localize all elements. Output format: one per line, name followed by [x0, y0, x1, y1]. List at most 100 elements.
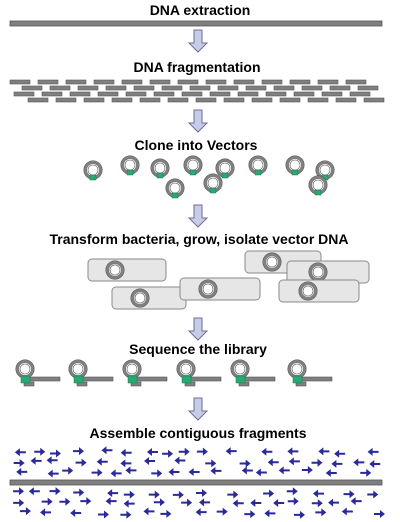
- insert-fragment: [181, 375, 192, 384]
- sequence-read-arrow-icon: [225, 447, 237, 456]
- sequence-read-arrow-icon: [40, 508, 52, 517]
- sequence-read-arrow-icon: [13, 498, 25, 507]
- insert-fragment: [254, 169, 262, 176]
- sequence-read-arrow-icon: [367, 447, 379, 456]
- sequence-read-arrow-icon: [239, 459, 251, 468]
- dna-fragment: [293, 91, 315, 97]
- circular-vector-icon: [130, 288, 150, 308]
- bacterium-cell: [278, 279, 360, 303]
- dna-fragment: [83, 97, 105, 103]
- sequence-read-arrow-icon: [105, 497, 117, 506]
- sequence-read-arrow-icon: [244, 510, 256, 519]
- sequence-read-arrow-icon: [373, 509, 385, 518]
- down-arrow-icon: [187, 317, 209, 341]
- dna-fragment: [349, 91, 371, 97]
- sequence-read-arrow-icon: [47, 469, 59, 478]
- dna-fragment: [65, 79, 87, 85]
- sequence-read-arrow-icon: [153, 498, 165, 507]
- dna-fragment: [167, 97, 189, 103]
- sequence-read-arrow-icon: [301, 466, 313, 475]
- dna-fragment: [93, 79, 115, 85]
- sequence-read-arrow-icon: [46, 456, 58, 465]
- sequence-read-arrow-icon: [49, 449, 61, 458]
- dna-fragment: [279, 97, 301, 103]
- sequence-read-arrow-icon: [350, 497, 362, 506]
- sequence-read-arrow-icon: [120, 459, 132, 468]
- dna-fragment: [265, 91, 287, 97]
- dna-fragment: [189, 85, 211, 91]
- sequence-read-arrow-icon: [91, 468, 103, 477]
- down-arrow-icon: [187, 204, 209, 228]
- sequence-read-arrow-icon: [360, 468, 372, 477]
- sequence-read-arrow-icon: [75, 458, 87, 467]
- dna-fragment: [217, 85, 239, 91]
- dna-fragment: [345, 79, 367, 85]
- sequence-read-arrow-icon: [168, 467, 180, 476]
- sequence-read-arrow-icon: [146, 447, 158, 456]
- sequence-read-arrow-icon: [312, 489, 324, 498]
- sequence-read-arrow-icon: [151, 469, 163, 478]
- insert-fragment: [189, 169, 197, 176]
- bacterium-cell: [179, 277, 261, 301]
- sequence-read-arrow-icon: [205, 459, 217, 468]
- sequence-read-arrow-icon: [255, 468, 267, 477]
- dna-fragment: [205, 79, 227, 85]
- sequence-read-arrow-icon: [49, 487, 61, 496]
- sequence-read-arrow-icon: [174, 456, 186, 465]
- sequence-read-arrow-icon: [369, 459, 381, 468]
- circular-vector-icon: [230, 359, 250, 379]
- sequence-read-arrow-icon: [72, 447, 84, 456]
- sequence-read-arrow-icon: [123, 490, 135, 499]
- dna-fragment: [41, 91, 63, 97]
- sequence-read-arrow-icon: [97, 510, 109, 519]
- dna-fragment: [233, 79, 255, 85]
- sequenced-clones: [15, 359, 333, 387]
- sequence-read-arrow-icon: [232, 499, 244, 508]
- dna-fragment: [13, 91, 35, 97]
- sequence-read-arrow-icon: [28, 487, 40, 496]
- sequence-read-arrow-icon: [125, 466, 137, 475]
- circular-vector-icon: [287, 359, 307, 379]
- sequence-read-arrow-icon: [41, 497, 53, 506]
- insert-fragment: [171, 192, 179, 199]
- dna-fragment: [317, 79, 339, 85]
- dna-fragment: [27, 97, 49, 103]
- dna-fragment: [273, 85, 295, 91]
- sequence-read-arrow-icon: [13, 459, 25, 468]
- down-arrow-icon: [187, 109, 209, 133]
- dna-fragment: [21, 85, 43, 91]
- assembled-contig: [9, 479, 383, 486]
- dna-fragment: [77, 85, 99, 91]
- insert-fragment: [221, 172, 229, 179]
- contig-assembly: [9, 446, 385, 519]
- dna-fragment: [111, 97, 133, 103]
- dna-fragment: [55, 97, 77, 103]
- circular-vector-icon: [150, 158, 170, 179]
- circular-vector-icon: [122, 359, 142, 379]
- sequence-read-arrow-icon: [334, 449, 346, 458]
- sequence-read-arrow-icon: [73, 488, 85, 497]
- dna-fragment: [149, 79, 171, 85]
- circular-vector-icon: [68, 359, 88, 379]
- sequence-read-arrow-icon: [70, 508, 82, 517]
- dna-fragment: [357, 85, 379, 91]
- dna-fragment: [321, 91, 343, 97]
- insert-fragment: [156, 172, 164, 179]
- sequencing-clone: [176, 359, 222, 387]
- dna-fragment: [69, 91, 91, 97]
- dna-fragment: [245, 85, 267, 91]
- sequence-read-arrow-icon: [311, 458, 323, 467]
- step-title-transform-bacteria: Transform bacteria, grow, isolate vector…: [49, 231, 348, 247]
- sequence-read-arrow-icon: [216, 507, 228, 516]
- down-arrow-icon: [187, 397, 209, 421]
- dna-fragment: [289, 79, 311, 85]
- sequence-read-arrow-icon: [143, 507, 155, 516]
- dna-fragment: [97, 91, 119, 97]
- sequencing-clone: [15, 359, 61, 387]
- sequence-read-arrow-icon: [264, 509, 276, 518]
- dna-fragments: [9, 79, 385, 103]
- insert-fragment: [127, 375, 138, 384]
- step-title-clone-into-vectors: Clone into Vectors: [135, 137, 258, 153]
- sequence-read-arrow-icon: [16, 467, 28, 476]
- sequence-read-arrow-icon: [367, 490, 379, 499]
